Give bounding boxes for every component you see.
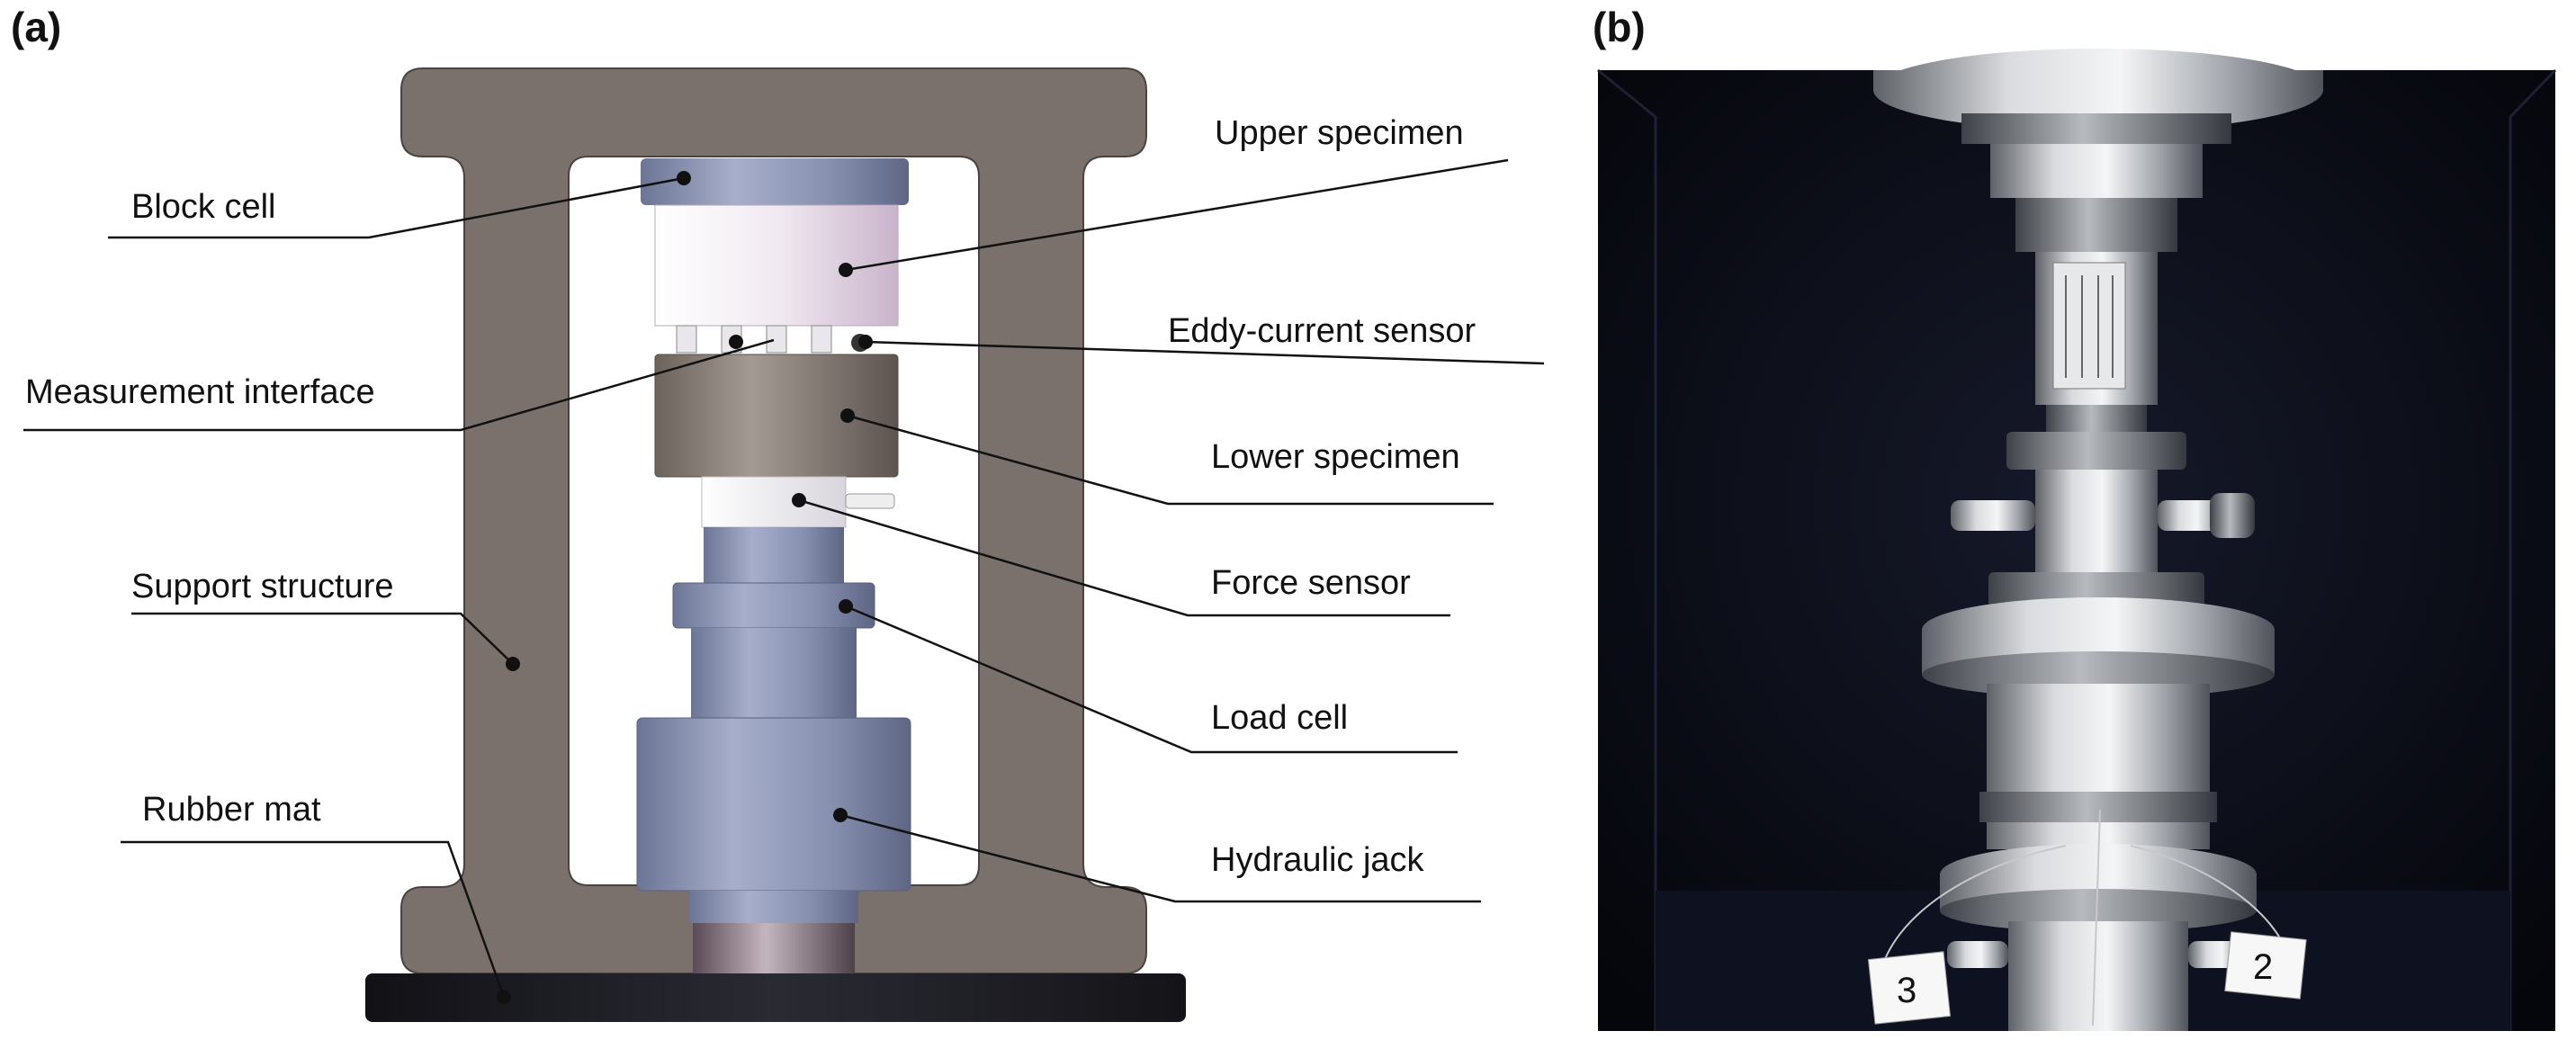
lower-specimen xyxy=(654,354,899,478)
load-cell-lower-shaft xyxy=(691,628,857,718)
label-rubber-mat: Rubber mat xyxy=(142,791,321,829)
hydraulic-jack xyxy=(636,717,911,892)
leader-lines-right xyxy=(798,158,1545,903)
wire-tag-2-text: 2 xyxy=(2253,947,2273,987)
wire-tag-3: 3 xyxy=(1867,951,1952,1025)
force-sensor xyxy=(701,476,847,528)
panel-a-label: (a) xyxy=(11,4,61,50)
rubber-mat xyxy=(365,973,1186,1022)
label-lower-specimen: Lower specimen xyxy=(1211,438,1460,476)
label-measurement-interface: Measurement interface xyxy=(25,373,375,411)
wire-tag-3-text: 3 xyxy=(1897,971,1916,1010)
label-force-sensor: Force sensor xyxy=(1211,564,1411,602)
label-block-cell: Block cell xyxy=(131,188,276,226)
hydraulic-jack-foot xyxy=(693,923,855,973)
panel-b-label: (b) xyxy=(1593,4,1646,50)
label-support-structure: Support structure xyxy=(131,568,393,605)
block-cell xyxy=(641,158,909,205)
load-cell-upper-shaft xyxy=(704,527,844,583)
leader-lines-left xyxy=(23,176,775,998)
force-sensor-connector xyxy=(845,493,895,509)
test-rig-photo xyxy=(1597,49,2557,1031)
upper-specimen xyxy=(654,204,899,327)
label-eddy-current-sensor: Eddy-current sensor xyxy=(1168,312,1476,350)
leader-dots-left xyxy=(497,171,743,1004)
label-upper-specimen: Upper specimen xyxy=(1215,114,1464,152)
label-load-cell: Load cell xyxy=(1211,699,1348,737)
leader-dots-right xyxy=(792,263,873,822)
label-hydraulic-jack: Hydraulic jack xyxy=(1211,841,1425,879)
wire-tag-2: 2 xyxy=(2224,931,2307,1000)
hydraulic-jack-base xyxy=(689,891,858,923)
